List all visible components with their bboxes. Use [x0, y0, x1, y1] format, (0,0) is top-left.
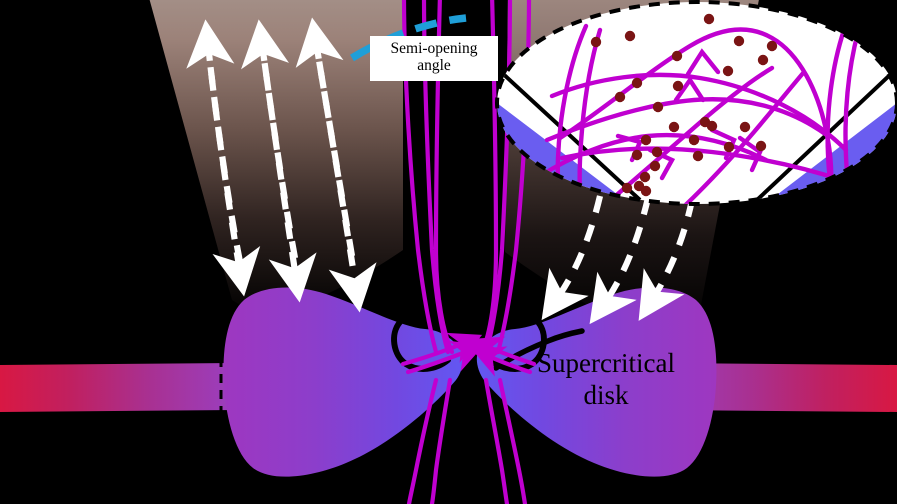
- inset-wedge-left: [497, 60, 630, 204]
- wind-arrows-left-down: [204, 41, 377, 313]
- magnetic-field-lines: [401, 0, 532, 504]
- supercritical-disk-leader: [493, 328, 585, 371]
- semi-opening-angle-arc: [350, 14, 467, 62]
- wind-arrows-right-down: [541, 195, 696, 325]
- inset-photon-dots: [590, 13, 778, 197]
- disk-lobe-right: [476, 287, 717, 477]
- inset-dashed-border: [495, 0, 897, 206]
- semi-opening-angle-label-line2: angle: [417, 57, 451, 75]
- inset-wedge-right: [765, 58, 897, 204]
- supercritical-disk-label-line1: Supercritical: [537, 348, 675, 378]
- inset-zoom-panel: [495, 0, 897, 206]
- wind-arrows-left-up: [186, 17, 356, 263]
- supercritical-disk-label: Supercritical disk: [520, 348, 692, 412]
- accretion-inflow-arrows: [400, 332, 537, 377]
- semi-opening-angle-label-line1: Semi-opening: [390, 40, 478, 57]
- disk-midplane-band-right: [662, 363, 897, 412]
- semi-opening-angle-label: Semi-opening angle: [370, 36, 498, 81]
- disk-midplane-band-left: [0, 363, 236, 412]
- supercritical-disk-label-line2: disk: [583, 379, 629, 410]
- disk-lobe-left: [223, 287, 464, 477]
